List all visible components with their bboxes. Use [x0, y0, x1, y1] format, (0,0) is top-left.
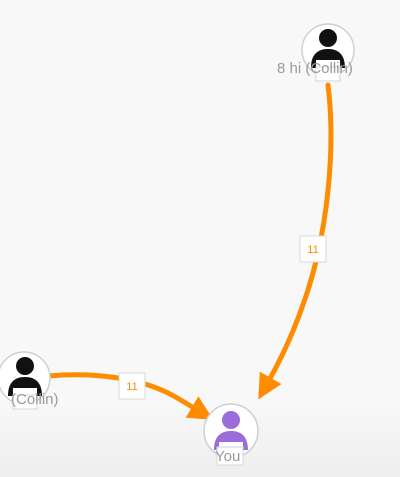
edge-line[interactable]	[45, 372, 214, 420]
node-label: You	[215, 448, 240, 465]
node-label: (Collin)	[11, 391, 59, 408]
edge-line[interactable]	[258, 82, 334, 400]
graph-node-left[interactable]: (Collin)	[0, 351, 59, 410]
edge-weight-box	[299, 235, 327, 263]
person-icon	[311, 29, 345, 68]
node-label-box	[315, 66, 341, 82]
person-icon	[8, 357, 42, 396]
edge-weight-box	[118, 372, 146, 400]
edge-weight-label: 11	[126, 381, 137, 393]
edge-weight-label: 11	[307, 244, 318, 256]
graph-node-top[interactable]: 8 hi (Collin)	[277, 23, 355, 82]
node-label-box	[12, 394, 38, 410]
edge-left-to-you[interactable]: 11	[45, 372, 214, 420]
node-label-box	[216, 446, 244, 466]
graph-node-you[interactable]: You	[203, 403, 259, 466]
edge-top-to-you[interactable]: 11	[258, 82, 334, 400]
node-label: 8 hi (Collin)	[277, 60, 353, 77]
person-icon	[214, 411, 248, 450]
